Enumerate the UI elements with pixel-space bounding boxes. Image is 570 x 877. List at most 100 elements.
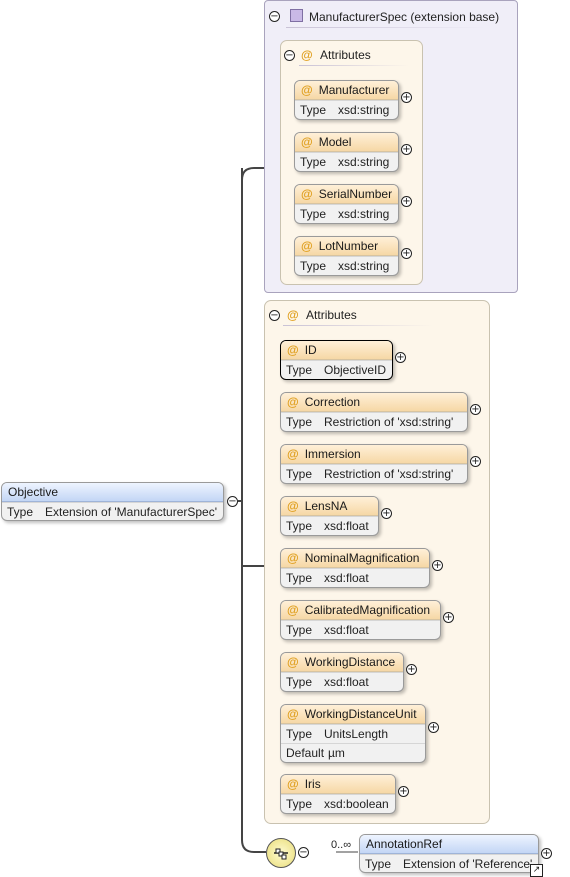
attribute-name-text: Model	[318, 135, 352, 149]
attribute-name-text: LensNA	[304, 499, 348, 513]
attribute-name-text: NominalMagnification	[304, 551, 420, 565]
attribute-name: @WorkingDistanceUnit	[281, 705, 425, 724]
attribute-name: @ NominalMagnification	[281, 549, 429, 568]
annotationref-name: AnnotationRef	[360, 835, 538, 854]
attribute-name: @ SerialNumber	[295, 185, 398, 204]
row-value: UnitsLength	[324, 727, 389, 741]
attribute-name: @Correction	[281, 393, 467, 412]
expand-attribute-icon[interactable]: +	[398, 786, 409, 797]
row-key: Type	[286, 797, 313, 811]
expand-annotationref-icon[interactable]: +	[541, 848, 552, 859]
attributes-title: @ Attributes	[287, 308, 357, 322]
attribute-name-text: LotNumber	[318, 239, 379, 253]
collapse-sequence-icon[interactable]: −	[298, 847, 309, 858]
row-value: xsd:float	[324, 675, 369, 689]
attribute-icon: @	[287, 343, 299, 357]
reference-link-icon[interactable]: ↗	[530, 864, 543, 877]
attribute-lensna[interactable]: @ LensNA Type xsd:float	[280, 496, 379, 536]
attribute-name-text: SerialNumber	[318, 187, 393, 201]
attribute-name-text: WorkingDistance	[304, 655, 396, 669]
root-type-row: Type Extension of 'ManufacturerSpec'	[2, 502, 223, 520]
base-attributes-title-text: Attributes	[320, 48, 371, 62]
complex-type-icon	[290, 9, 303, 22]
expand-attribute-icon[interactable]: +	[401, 196, 412, 207]
row-value: xsd:string	[338, 155, 390, 169]
attribute-icon: @	[287, 499, 299, 513]
attribute-name-text: Immersion	[304, 447, 361, 461]
expand-attribute-icon[interactable]: +	[470, 404, 481, 415]
attribute-icon: @	[301, 48, 313, 62]
base-group-title: ManufacturerSpec (extension base)	[290, 9, 499, 24]
row-value: xsd:float	[324, 623, 369, 637]
expand-attribute-icon[interactable]: +	[395, 352, 406, 363]
attribute-row: Type xsd:boolean	[281, 794, 395, 813]
expand-attribute-icon[interactable]: +	[443, 612, 454, 623]
attribute-row: Type xsd:string	[295, 256, 398, 275]
root-element-objective[interactable]: Objective Type Extension of 'Manufacturer…	[1, 482, 224, 521]
expand-attribute-icon[interactable]: +	[406, 664, 417, 675]
annotationref-type-value: Extension of 'Reference'	[403, 857, 533, 871]
attribute-name: @ Immersion	[281, 445, 467, 464]
root-type-key: Type	[7, 505, 34, 519]
attribute-row: Type xsd:float	[281, 516, 378, 535]
expand-attribute-icon[interactable]: +	[401, 144, 412, 155]
row-value: xsd:boolean	[324, 797, 389, 811]
expand-attribute-icon[interactable]: +	[401, 248, 412, 259]
attribute-name-text: Iris	[304, 777, 321, 791]
row-key: Type	[286, 519, 313, 533]
root-element-name: Objective	[2, 483, 223, 502]
row-key: Type	[300, 259, 327, 273]
element-annotationref[interactable]: AnnotationRef Type Extension of 'Referenc…	[359, 834, 539, 873]
attribute-icon: @	[287, 551, 299, 565]
attribute-row: Type xsd:string	[295, 152, 398, 171]
attribute-name-text: Correction	[304, 395, 361, 409]
expand-attribute-icon[interactable]: +	[432, 560, 443, 571]
annotationref-type-key: Type	[365, 857, 392, 871]
expand-attribute-icon[interactable]: +	[470, 456, 481, 467]
collapse-attributes-icon[interactable]: −	[269, 310, 280, 321]
row-key: Type	[286, 623, 313, 637]
row-key: Default	[286, 746, 325, 760]
root-type-value: Extension of 'ManufacturerSpec'	[45, 505, 218, 519]
expand-attribute-icon[interactable]: +	[381, 508, 392, 519]
row-value: xsd:float	[324, 519, 369, 533]
attribute-name-text: CalibratedMagnification	[304, 603, 431, 617]
row-value: Restriction of 'xsd:string'	[324, 415, 454, 429]
attribute-name: @ LensNA	[281, 497, 378, 516]
attribute-icon: @	[287, 655, 299, 669]
collapse-base-attributes-icon[interactable]: −	[284, 50, 295, 61]
row-value: xsd:string	[338, 259, 390, 273]
row-value: µm	[328, 746, 345, 760]
collapse-root-icon[interactable]: −	[227, 496, 238, 507]
row-key: Type	[300, 155, 327, 169]
attribute-icon: @	[287, 447, 299, 461]
expand-attribute-icon[interactable]: +	[428, 722, 439, 733]
expand-attribute-icon[interactable]: +	[401, 92, 412, 103]
attribute-icon: @	[287, 777, 299, 791]
row-key: Type	[300, 103, 327, 117]
attribute-icon: @	[301, 187, 313, 201]
collapse-base-group-icon[interactable]: −	[269, 11, 280, 22]
sequence-compositor-icon[interactable]	[266, 838, 296, 868]
attribute-name: @Model	[295, 133, 398, 152]
